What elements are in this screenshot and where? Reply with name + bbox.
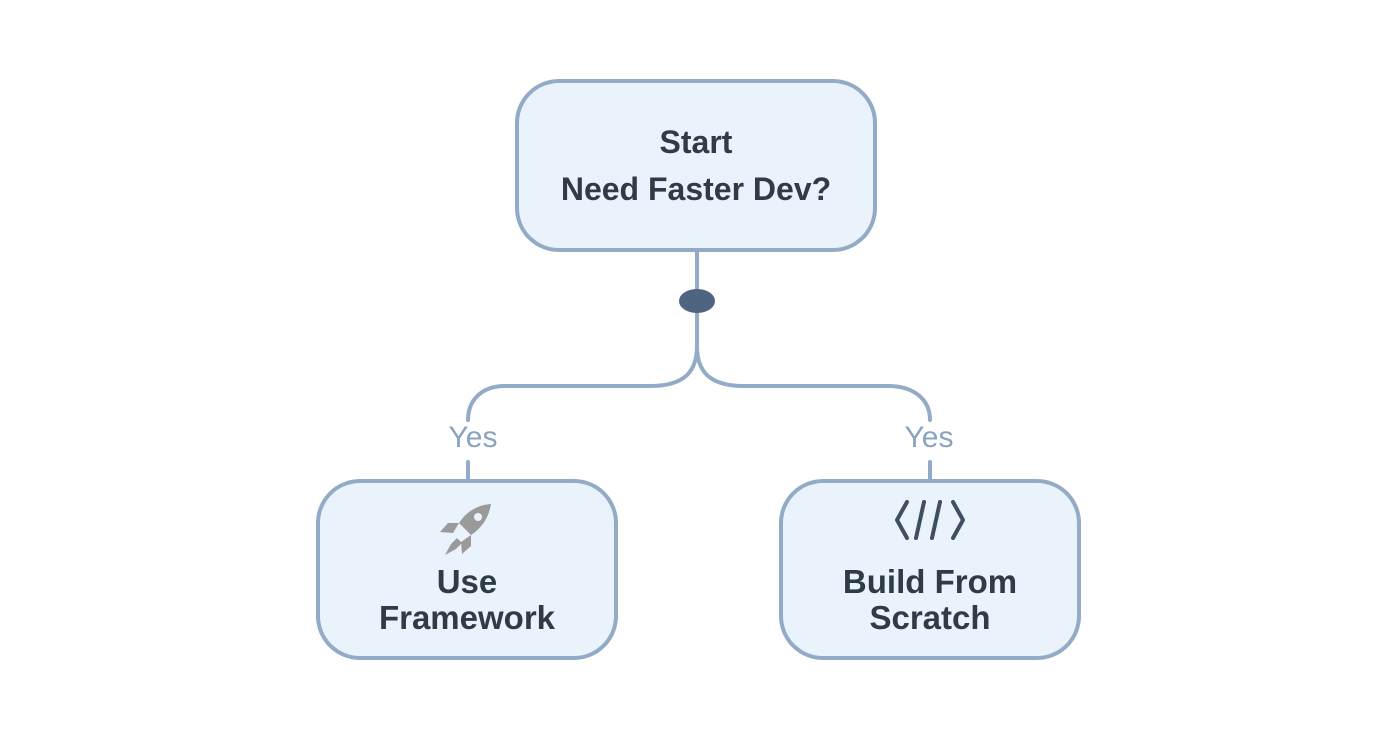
code-icon (895, 499, 965, 540)
edge-label-left-yes: Yes (448, 421, 498, 454)
use-framework-line-1: Use (436, 562, 498, 600)
edge-label-right-yes: Yes (904, 421, 954, 454)
build-from-scratch-line-2: Scratch (869, 598, 991, 636)
start-node-title: Start (659, 123, 733, 160)
rocket-icon (440, 503, 491, 555)
start-node-question: Need Faster Dev? (560, 170, 832, 207)
build-from-scratch-node: Build From Scratch (779, 479, 1081, 660)
build-from-scratch-line-1: Build From (842, 562, 1018, 600)
connector-fork-left (466, 344, 699, 422)
connector-fork-right (695, 344, 932, 422)
start-node: Start Need Faster Dev? (515, 79, 877, 252)
use-framework-node: Use Framework (316, 479, 618, 660)
use-framework-line-2: Framework (378, 598, 556, 636)
decision-junction-dot (679, 289, 715, 313)
